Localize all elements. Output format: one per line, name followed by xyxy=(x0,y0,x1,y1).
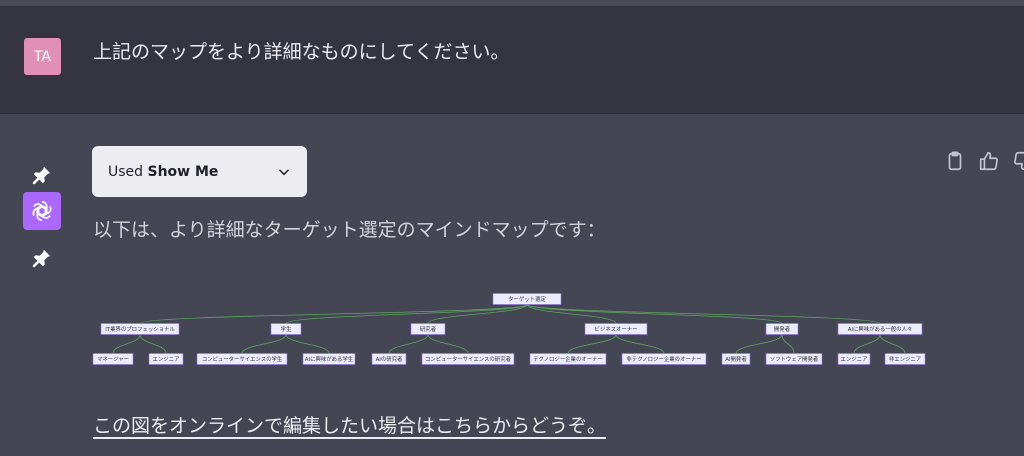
mindmap-branch-node-label: IT業界のプロフェッショナル xyxy=(105,325,175,333)
mindmap-leaf-node-box xyxy=(529,353,607,365)
mindmap-branch-node: IT業界のプロフェッショナル xyxy=(100,323,180,335)
mindmap-leaf-node-box xyxy=(721,353,751,365)
mindmap-branch-node-label: 開発者 xyxy=(774,325,791,333)
plugin-used-label: Used Show Me xyxy=(108,163,219,180)
user-message-text: 上記のマップをより詳細なものにしてください。 xyxy=(93,41,510,63)
mindmap-edge xyxy=(526,304,617,324)
assistant-avatar xyxy=(23,192,61,230)
mindmap-leaf-node-box xyxy=(421,353,515,365)
mindmap-root-node: ターゲット選定 xyxy=(492,293,562,305)
mindmap-edge xyxy=(241,334,287,354)
mindmap-edge xyxy=(853,334,881,354)
mindmap-leaf-node: エンジニア xyxy=(148,353,184,365)
mindmap-branch-node-label: AIに興味がある一般の人々 xyxy=(848,325,913,333)
mindmap-branch-node-label: 学生 xyxy=(281,325,292,333)
mindmap-branch-node: 学生 xyxy=(270,323,302,335)
mindmap-edge xyxy=(567,334,617,354)
edit-online-link[interactable]: この図をオンラインで編集したい場合はこちらからどうぞ。 xyxy=(93,415,607,437)
mindmap-leaf-node: 非エンジニア xyxy=(884,353,926,365)
mindmap-leaf-node-label: 非テクノロジー企業のオーナー xyxy=(626,355,701,363)
mindmap-leaf-node-label: 非エンジニア xyxy=(889,355,921,363)
plugin-name: Show Me xyxy=(147,163,219,180)
message-actions xyxy=(944,150,1024,172)
mindmap-leaf-node-box xyxy=(765,353,823,365)
mindmap-edge xyxy=(735,334,783,354)
mindmap-root-node-box xyxy=(492,293,562,305)
mindmap-leaf-node-label: エンジニア xyxy=(841,356,868,363)
mindmap-leaf-node-label: コンピューターサイエンスの研究者 xyxy=(425,355,512,363)
mindmap-leaf-node-label: コンピューターサイエンスの学生 xyxy=(202,355,283,363)
mindmap-edge xyxy=(285,334,330,354)
mindmap-leaf-node: ソフトウェア開発者 xyxy=(765,353,823,365)
mindmap-edge xyxy=(427,334,469,354)
mindmap-branch-node-label: 研究者 xyxy=(420,325,437,333)
mindmap-edge xyxy=(526,304,881,324)
mindmap-leaf-node-box xyxy=(92,353,134,365)
mindmap-branch-node: 開発者 xyxy=(765,323,799,335)
mindmap-branch-node-box xyxy=(410,323,446,335)
mindmap-leaf-node-box xyxy=(837,353,871,365)
mindmap-leaf-node-box xyxy=(621,353,707,365)
pin-icon[interactable] xyxy=(31,247,53,269)
mindmap-branch-node: 研究者 xyxy=(410,323,446,335)
mindmap-edge xyxy=(388,334,429,354)
assistant-intro-text: 以下は、より詳細なターゲット選定のマインドマップです： xyxy=(93,219,606,241)
mindmap-branch-node-label: ビジネスオーナー xyxy=(594,325,637,333)
mindmap-edge xyxy=(781,334,795,354)
mindmap-leaf-node-box xyxy=(371,353,407,365)
mindmap-leaf-node: AI開発者 xyxy=(721,353,751,365)
mindmap-leaf-node-label: AIの研究者 xyxy=(376,355,403,363)
mindmap-edge xyxy=(285,304,528,324)
mindmap-leaf-node-label: マネージャー xyxy=(97,356,129,363)
mindmap-edge xyxy=(139,304,528,324)
mindmap-edge xyxy=(615,334,665,354)
plugin-used-dropdown[interactable]: Used Show Me xyxy=(92,146,307,197)
mindmap-root-node-label: ターゲット選定 xyxy=(508,295,546,303)
mindmap-edge xyxy=(526,304,783,324)
mindmap-leaf-node-box xyxy=(884,353,926,365)
mindmap-leaf-node: マネージャー xyxy=(92,353,134,365)
pin-icon[interactable] xyxy=(31,164,53,186)
mindmap-leaf-node-label: AIに興味がある学生 xyxy=(305,355,354,363)
mindmap-leaf-node: 非テクノロジー企業のオーナー xyxy=(621,353,707,365)
mindmap-leaf-node: AIに興味がある学生 xyxy=(302,353,356,365)
mindmap-branch-node-box xyxy=(100,323,180,335)
mindmap-leaf-node-label: AI開発者 xyxy=(725,355,747,363)
thumbs-down-icon[interactable] xyxy=(1012,150,1024,172)
mindmap-branch-node-box xyxy=(765,323,799,335)
mindmap-leaf-node-box xyxy=(148,353,184,365)
openai-logo-icon xyxy=(32,200,52,222)
mindmap-edge xyxy=(879,334,906,354)
mindmap-diagram: ターゲット選定 IT業界のプロフェッショナルマネージャー エンジニア 学生コンピュータ… xyxy=(90,286,940,376)
mindmap-edge xyxy=(427,304,528,324)
user-avatar: TA xyxy=(24,38,61,75)
mindmap-leaf-node: コンピューターサイエンスの学生 xyxy=(196,353,288,365)
mindmap-leaf-node-box xyxy=(302,353,356,365)
mindmap-leaf-node: AIの研究者 xyxy=(371,353,407,365)
mindmap-branch-node: ビジネスオーナー xyxy=(584,323,648,335)
mindmap-branch-node-box xyxy=(837,323,923,335)
mindmap-leaf-node: コンピューターサイエンスの研究者 xyxy=(421,353,515,365)
mindmap-leaf-node-label: ソフトウェア開発者 xyxy=(770,355,819,363)
clipboard-icon[interactable] xyxy=(944,150,966,172)
mindmap-leaf-node: エンジニア xyxy=(837,353,871,365)
mindmap-edge xyxy=(112,334,141,354)
chevron-down-icon xyxy=(279,168,289,175)
mindmap-leaf-node-label: エンジニア xyxy=(153,356,180,363)
previous-message-edge xyxy=(0,0,1024,6)
assistant-message-block: Used Show Me xyxy=(0,114,1024,456)
mindmap-branch-node-box xyxy=(584,323,648,335)
mindmap-leaf-node-box xyxy=(196,353,288,365)
mindmap-branch-node-box xyxy=(270,323,302,335)
thumbs-up-icon[interactable] xyxy=(978,150,1000,172)
user-message-block: TA 上記のマップをより詳細なものにしてください。 xyxy=(0,0,1024,114)
mindmap-edge xyxy=(139,334,167,354)
mindmap-leaf-node-label: テクノロジー企業のオーナー xyxy=(533,355,603,363)
mindmap-leaf-node: テクノロジー企業のオーナー xyxy=(529,353,607,365)
mindmap-branch-node: AIに興味がある一般の人々 xyxy=(837,323,923,335)
